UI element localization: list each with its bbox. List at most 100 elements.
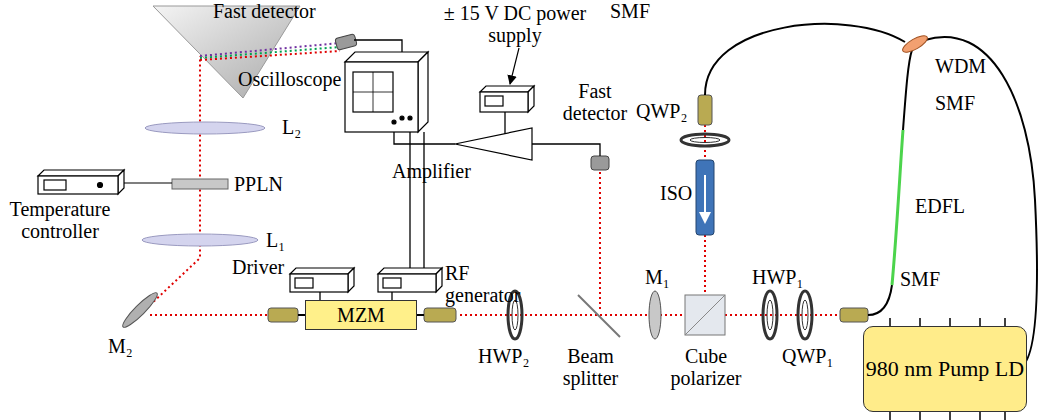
wave-plate [512, 300, 518, 330]
mirror [649, 291, 661, 339]
temperature-controller [124, 182, 172, 183]
oscilloscope [418, 52, 428, 132]
optical-fiber [892, 130, 903, 285]
fast-detector [335, 34, 357, 51]
fiber-collimator [417, 314, 424, 316]
component-label: Driver [232, 256, 284, 278]
temperature-controller [44, 180, 66, 190]
wave-plate [508, 134, 812, 339]
signal-wire [532, 144, 600, 156]
driver [348, 268, 354, 292]
oscilloscope [408, 116, 412, 120]
signal-wire [409, 132, 410, 268]
component-label: SMF [935, 92, 975, 114]
laser-beam [200, 43, 340, 56]
power-supply [480, 86, 534, 92]
signal-wire [423, 132, 424, 268]
component-label: SMF [610, 0, 650, 22]
isolator [699, 212, 711, 224]
temperature-controller [38, 170, 172, 194]
optical-fiber [903, 50, 912, 130]
laser-diode-pins [949, 412, 951, 420]
component-label: ± 15 V DC power supply [440, 2, 590, 46]
component-label: SMF [900, 268, 940, 290]
component-label: M₂ [108, 335, 133, 357]
oscilloscope [353, 72, 393, 112]
component-label: Cube polarizer [661, 345, 751, 389]
laser-diode-pins [919, 412, 921, 420]
fiber-collimator [268, 95, 868, 322]
component-label: EDFL [915, 195, 965, 217]
component-label: RF generator [445, 262, 505, 306]
component-label: Fast detector [213, 0, 316, 22]
fast-detector [591, 156, 609, 170]
laser-diode-pins [919, 318, 921, 326]
cube-polarizer [685, 295, 725, 335]
optical-fiber [705, 24, 1037, 368]
driver [290, 268, 354, 292]
wave-plate [508, 291, 522, 339]
power-supply [485, 96, 503, 106]
driver [295, 278, 313, 288]
rf-generator [378, 268, 442, 274]
power-supply [480, 92, 528, 112]
laser-diode-pins [889, 412, 891, 420]
beam-splitter [578, 295, 620, 337]
cube-polarizer [685, 295, 725, 335]
fast-detector [591, 156, 609, 170]
oscilloscope [345, 52, 428, 62]
component-label: M₁ [645, 266, 670, 288]
optical-fiber [705, 24, 905, 95]
lens [142, 234, 258, 246]
fiber-collimator [698, 95, 712, 125]
isolator [696, 160, 714, 235]
laser-diode-pins [949, 318, 951, 326]
beam-splitter [578, 295, 620, 337]
optical-fiber [868, 285, 892, 315]
component-label: QWP₂ [636, 100, 687, 122]
component-label: HWP₁ [752, 266, 803, 288]
wdm-coupler [900, 33, 929, 56]
signal-wire [394, 132, 455, 144]
fast-detector [335, 34, 357, 51]
fiber-collimator [840, 308, 868, 322]
fiber-collimator [298, 314, 305, 316]
mirror [119, 289, 160, 330]
ppln-crystal [172, 179, 228, 189]
driver [290, 268, 354, 274]
component-label: Fast detector [555, 80, 635, 124]
pump-laser-box: 980 nm Pump LD [863, 326, 1027, 412]
wave-plate [690, 138, 720, 143]
oscilloscope [345, 62, 418, 132]
mirror [119, 289, 661, 339]
laser-diode-pins [889, 318, 891, 326]
component-label: L₁ [266, 229, 285, 251]
laser-diode-pins [1004, 412, 1006, 420]
wave-plate [681, 134, 729, 146]
laser-beam [200, 51, 340, 60]
isolator [704, 175, 706, 215]
laser-diode-pins [979, 412, 981, 420]
oscilloscope [353, 92, 393, 93]
signal-wire [504, 112, 505, 134]
laser-beam [150, 314, 268, 316]
component-label: HWP₂ [478, 345, 529, 367]
laser-beam [704, 125, 706, 295]
oscilloscope [392, 120, 396, 124]
signal-wire [354, 40, 402, 52]
component-label: PPLN [234, 173, 283, 195]
fiber-collimator [424, 308, 456, 322]
node-text: 980 nm Pump LD [866, 357, 1024, 381]
component-label: WDM [935, 55, 986, 77]
amplifier [455, 128, 532, 160]
isolator [696, 160, 714, 235]
temperature-controller [38, 170, 124, 176]
temperature-controller [38, 176, 118, 194]
fiber-collimator [268, 308, 298, 322]
laser-diode-pins [1004, 318, 1006, 326]
modulator-box: MZM [305, 300, 417, 330]
rf-generator [383, 278, 401, 288]
laser-diode-pins [979, 318, 981, 326]
rf-generator [436, 268, 442, 292]
